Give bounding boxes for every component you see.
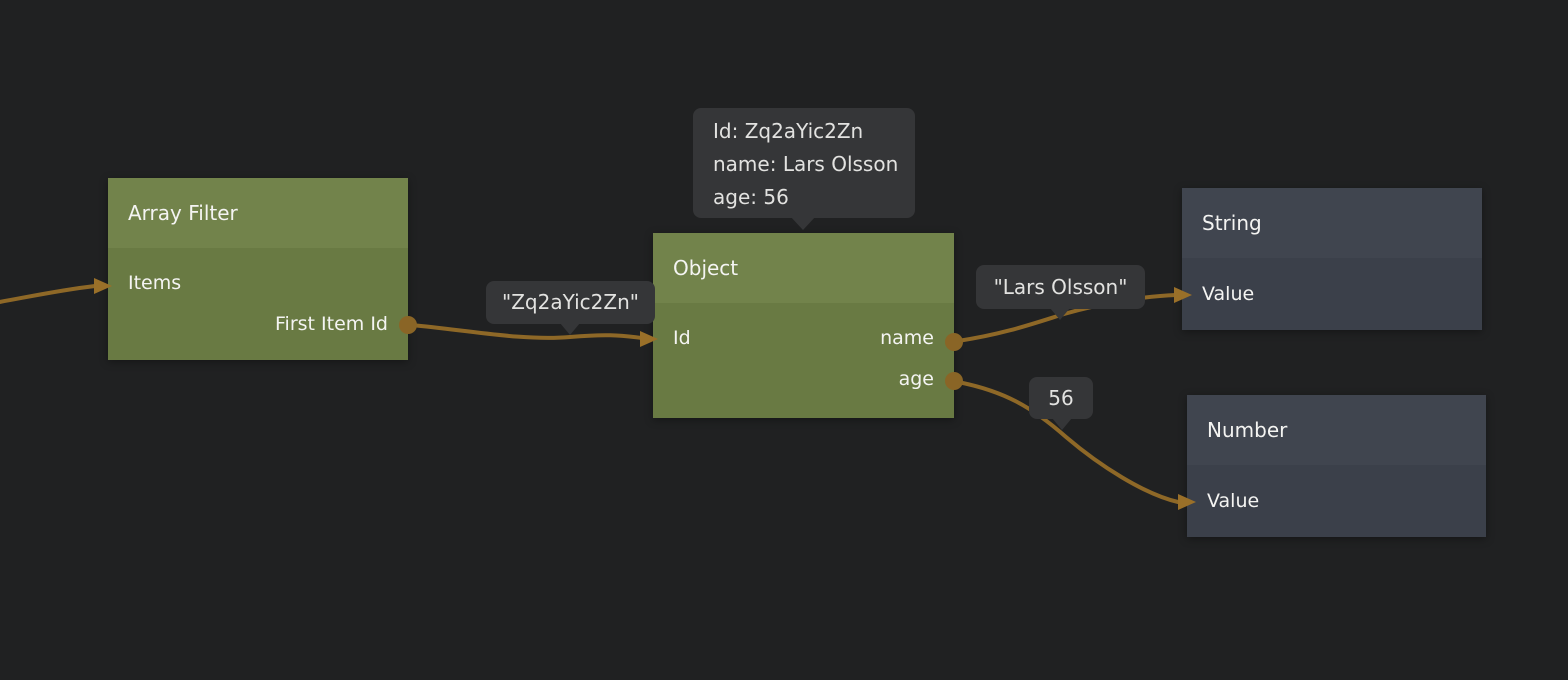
node-object-header[interactable]: Object bbox=[653, 233, 954, 303]
object-output-tooltip: Id: Zq2aYic2Zn name: Lars Olsson age: 56 bbox=[693, 108, 915, 230]
bubble-tail-icon bbox=[1050, 308, 1070, 320]
wire-value-text: "Zq2aYic2Zn" bbox=[502, 290, 639, 314]
bubble-tail-icon bbox=[1052, 418, 1072, 430]
port-label-name: name bbox=[880, 326, 934, 349]
port-label-age: age bbox=[898, 367, 934, 390]
port-row-age[interactable]: age bbox=[653, 358, 954, 399]
node-object[interactable]: Object Id name age bbox=[653, 233, 954, 418]
port-label-number-value: Value bbox=[1207, 489, 1260, 512]
node-number[interactable]: Number Value bbox=[1187, 395, 1486, 537]
node-string-body: Value bbox=[1182, 258, 1482, 330]
node-array-filter-header[interactable]: Array Filter bbox=[108, 178, 408, 248]
wire-value-bubble-name: "Lars Olsson" bbox=[976, 265, 1145, 320]
node-object-title: Object bbox=[673, 256, 739, 280]
node-array-filter[interactable]: Array Filter Items First Item Id bbox=[108, 178, 408, 360]
port-label-string-value: Value bbox=[1202, 282, 1255, 305]
port-row-string-value[interactable]: Value bbox=[1182, 273, 1482, 314]
tooltip-line-name: name: Lars Olsson bbox=[713, 152, 899, 176]
node-number-body: Value bbox=[1187, 465, 1486, 537]
port-label-first-item-id: First Item Id bbox=[275, 312, 388, 335]
node-array-filter-body: Items First Item Id bbox=[108, 248, 408, 360]
wire-into-items[interactable] bbox=[0, 284, 97, 304]
node-array-filter-title: Array Filter bbox=[128, 201, 238, 225]
node-number-title: Number bbox=[1207, 418, 1288, 442]
wire-value-bubble-age: 56 bbox=[1029, 377, 1093, 430]
node-string-header[interactable]: String bbox=[1182, 188, 1482, 258]
port-row-id-name[interactable]: Id name bbox=[653, 317, 954, 358]
tooltip-line-id: Id: Zq2aYic2Zn bbox=[713, 119, 864, 143]
node-object-body: Id name age bbox=[653, 303, 954, 418]
node-string[interactable]: String Value bbox=[1182, 188, 1482, 330]
node-number-header[interactable]: Number bbox=[1187, 395, 1486, 465]
wire-value-bubble-first-item-id: "Zq2aYic2Zn" bbox=[486, 281, 655, 335]
tooltip-line-age: age: 56 bbox=[713, 185, 789, 209]
port-row-number-value[interactable]: Value bbox=[1187, 480, 1486, 521]
node-string-title: String bbox=[1202, 211, 1262, 235]
port-row-first-item-id[interactable]: First Item Id bbox=[108, 303, 408, 344]
bubble-tail-icon bbox=[560, 323, 580, 335]
tooltip-tail-icon bbox=[790, 216, 816, 230]
port-label-items: Items bbox=[128, 271, 182, 294]
wire-value-text: "Lars Olsson" bbox=[993, 275, 1128, 299]
wire-value-text: 56 bbox=[1048, 386, 1074, 410]
port-label-id: Id bbox=[673, 326, 691, 349]
wire-first-item-id-to-id[interactable] bbox=[410, 323, 644, 340]
port-row-items[interactable]: Items bbox=[108, 262, 408, 303]
